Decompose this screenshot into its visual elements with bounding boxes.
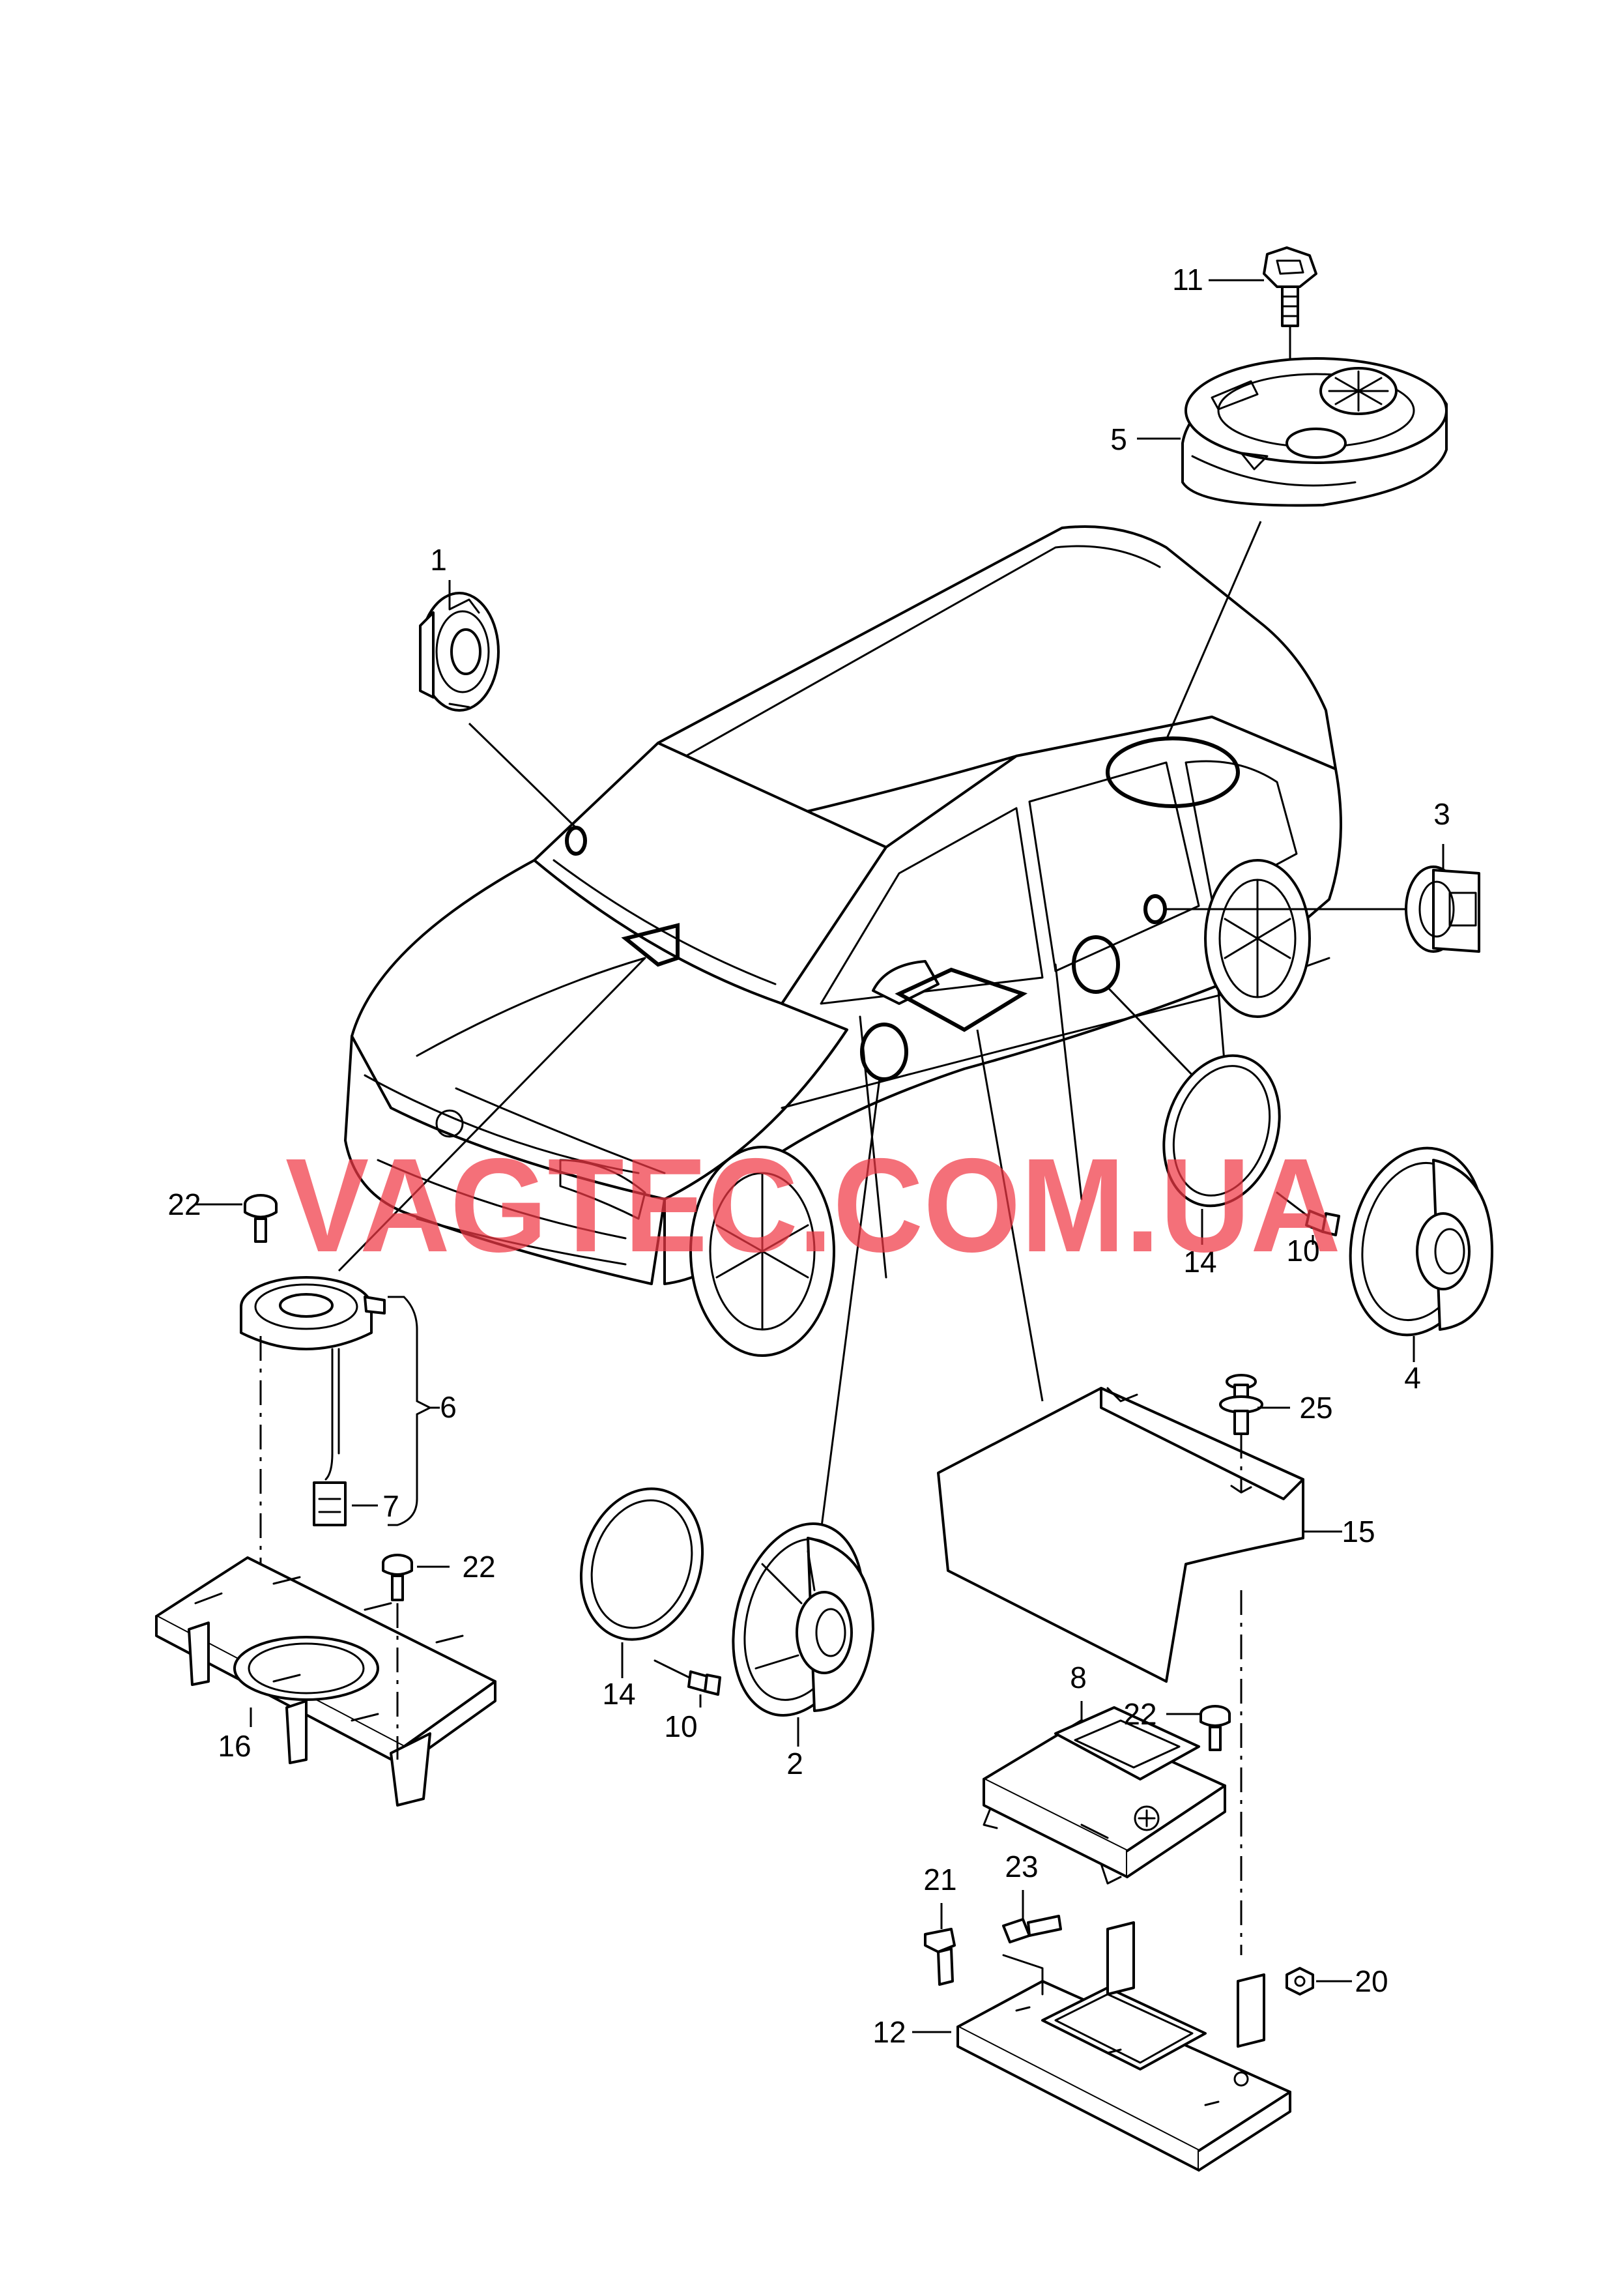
marker-position-5 xyxy=(1106,736,1240,808)
part-rear-door-speaker xyxy=(1349,1146,1493,1362)
callout-5: 5 xyxy=(1110,422,1127,456)
callout-20: 20 xyxy=(1355,1964,1388,1998)
callout-1: 1 xyxy=(430,543,447,577)
callout-6: 6 xyxy=(440,1390,457,1424)
callout-2: 2 xyxy=(786,1747,803,1780)
marker-position-4 xyxy=(1072,935,1120,994)
callout-23: 23 xyxy=(1005,1850,1038,1883)
callout-10-front: 10 xyxy=(664,1709,697,1743)
marker-position-2 xyxy=(860,1023,908,1081)
part-rivet-rear xyxy=(1276,1191,1340,1245)
part-center-speaker xyxy=(419,592,500,712)
callout-10-rear: 10 xyxy=(1286,1234,1319,1268)
part-clamping-bolt xyxy=(1263,246,1317,424)
callout-3: 3 xyxy=(1433,797,1450,831)
callout-25: 25 xyxy=(1299,1391,1332,1425)
callout-14-front: 14 xyxy=(602,1677,635,1711)
part-seal-ring-rear xyxy=(1162,1054,1281,1245)
callout-14-rear: 14 xyxy=(1183,1245,1216,1279)
callout-22-speaker: 22 xyxy=(167,1187,201,1221)
callout-21: 21 xyxy=(923,1863,956,1896)
callout-16: 16 xyxy=(218,1729,251,1763)
part-tweeter xyxy=(1405,844,1480,953)
callout-12: 12 xyxy=(872,2015,906,2049)
part-amplifier xyxy=(983,1701,1231,1885)
callout-11: 11 xyxy=(1172,263,1203,297)
part-bracket-plate xyxy=(912,1890,1352,2172)
part-seal-ring-front xyxy=(579,1487,704,1678)
part-speaker-holder xyxy=(155,1554,496,1807)
callout-8: 8 xyxy=(1070,1661,1087,1694)
callout-15: 15 xyxy=(1342,1515,1375,1548)
part-front-door-speaker xyxy=(732,1522,874,1747)
callout-labels: 1 11 5 3 14 10 4 22 6 7 22 16 14 10 2 25… xyxy=(167,263,1450,2049)
vehicle-outline xyxy=(344,525,1342,1357)
part-subwoofer xyxy=(1181,357,1448,507)
callout-22-amp: 22 xyxy=(1123,1697,1156,1731)
part-rivet-front xyxy=(654,1659,721,1707)
marker-position-16 xyxy=(621,923,680,967)
callout-4: 4 xyxy=(1404,1361,1421,1395)
watermark: VAGTEC.COM.UA xyxy=(285,1131,1341,1280)
part-cover xyxy=(937,1374,1342,1955)
callout-22-holder: 22 xyxy=(462,1550,495,1584)
marker-position-8 xyxy=(895,967,1028,1032)
callout-7: 7 xyxy=(382,1489,399,1523)
